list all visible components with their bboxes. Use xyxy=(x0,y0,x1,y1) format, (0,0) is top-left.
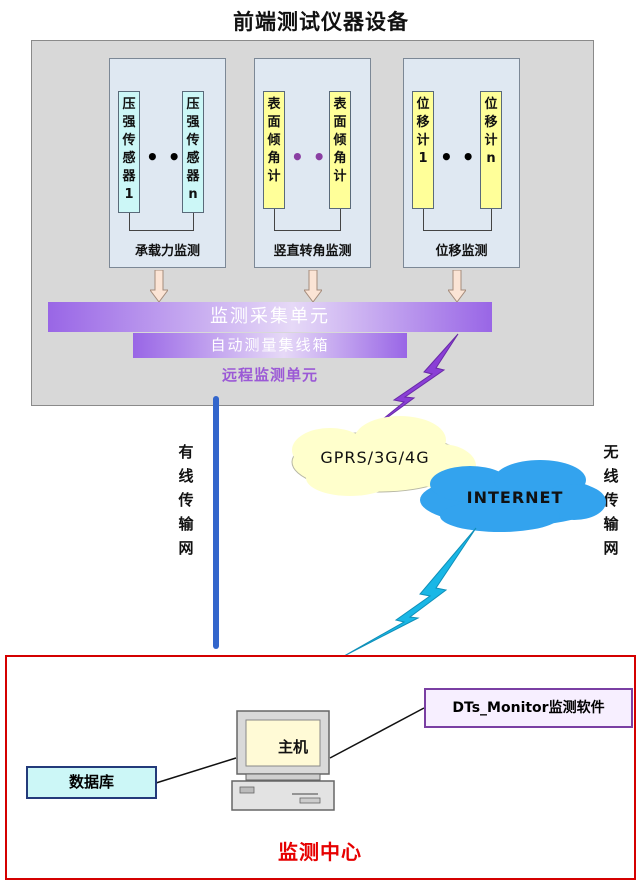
remote-monitoring-unit-label: 远程监测单元 xyxy=(221,366,318,384)
cloud-gprs-icon xyxy=(291,416,476,496)
down-arrow-icon xyxy=(448,270,466,302)
monitoring-acquisition-unit: 监测采集单元 xyxy=(48,302,492,332)
group-vertical-rotation: 表面倾角计 • • • 表面倾角计 竖直转角监测 xyxy=(254,58,371,268)
tilt-meter-1: 表面倾角计 xyxy=(263,91,285,209)
cloud-internet-icon xyxy=(420,460,606,532)
group-label-displacement: 位移监测 xyxy=(435,244,488,259)
group-label-vertical-rotation: 竖直转角监测 xyxy=(273,244,352,259)
group-label-bearing-capacity: 承载力监测 xyxy=(134,244,200,259)
lightning-bolt-icon xyxy=(343,527,477,657)
monitoring-software-box: DTs_Monitor监测软件 xyxy=(424,688,633,728)
host-computer-icon xyxy=(231,710,335,811)
cloud-gprs-label: GPRS/3G/4G xyxy=(320,448,430,467)
tilt-meter-n: 表面倾角计 xyxy=(329,91,351,209)
diagram-title: 前端测试仪器设备 xyxy=(233,10,409,34)
sensor-connector xyxy=(129,213,194,231)
wired-network-label: 有线传输网 xyxy=(178,443,194,557)
sensor-connector xyxy=(423,209,492,231)
host-label: 主机 xyxy=(277,738,308,756)
monitoring-center-frame xyxy=(5,655,636,880)
down-arrow-icon xyxy=(150,270,168,302)
wired-transmission-line xyxy=(213,396,219,649)
auto-measurement-hub: 自动测量集线箱 xyxy=(133,333,407,358)
database-box: 数据库 xyxy=(26,766,157,799)
cloud-internet-label: INTERNET xyxy=(466,488,564,507)
wireless-network-label: 无线传输网 xyxy=(603,443,619,557)
down-arrow-icon xyxy=(304,270,322,302)
sensor-connector xyxy=(274,209,341,231)
monitoring-center-label: 监测中心 xyxy=(278,840,362,864)
